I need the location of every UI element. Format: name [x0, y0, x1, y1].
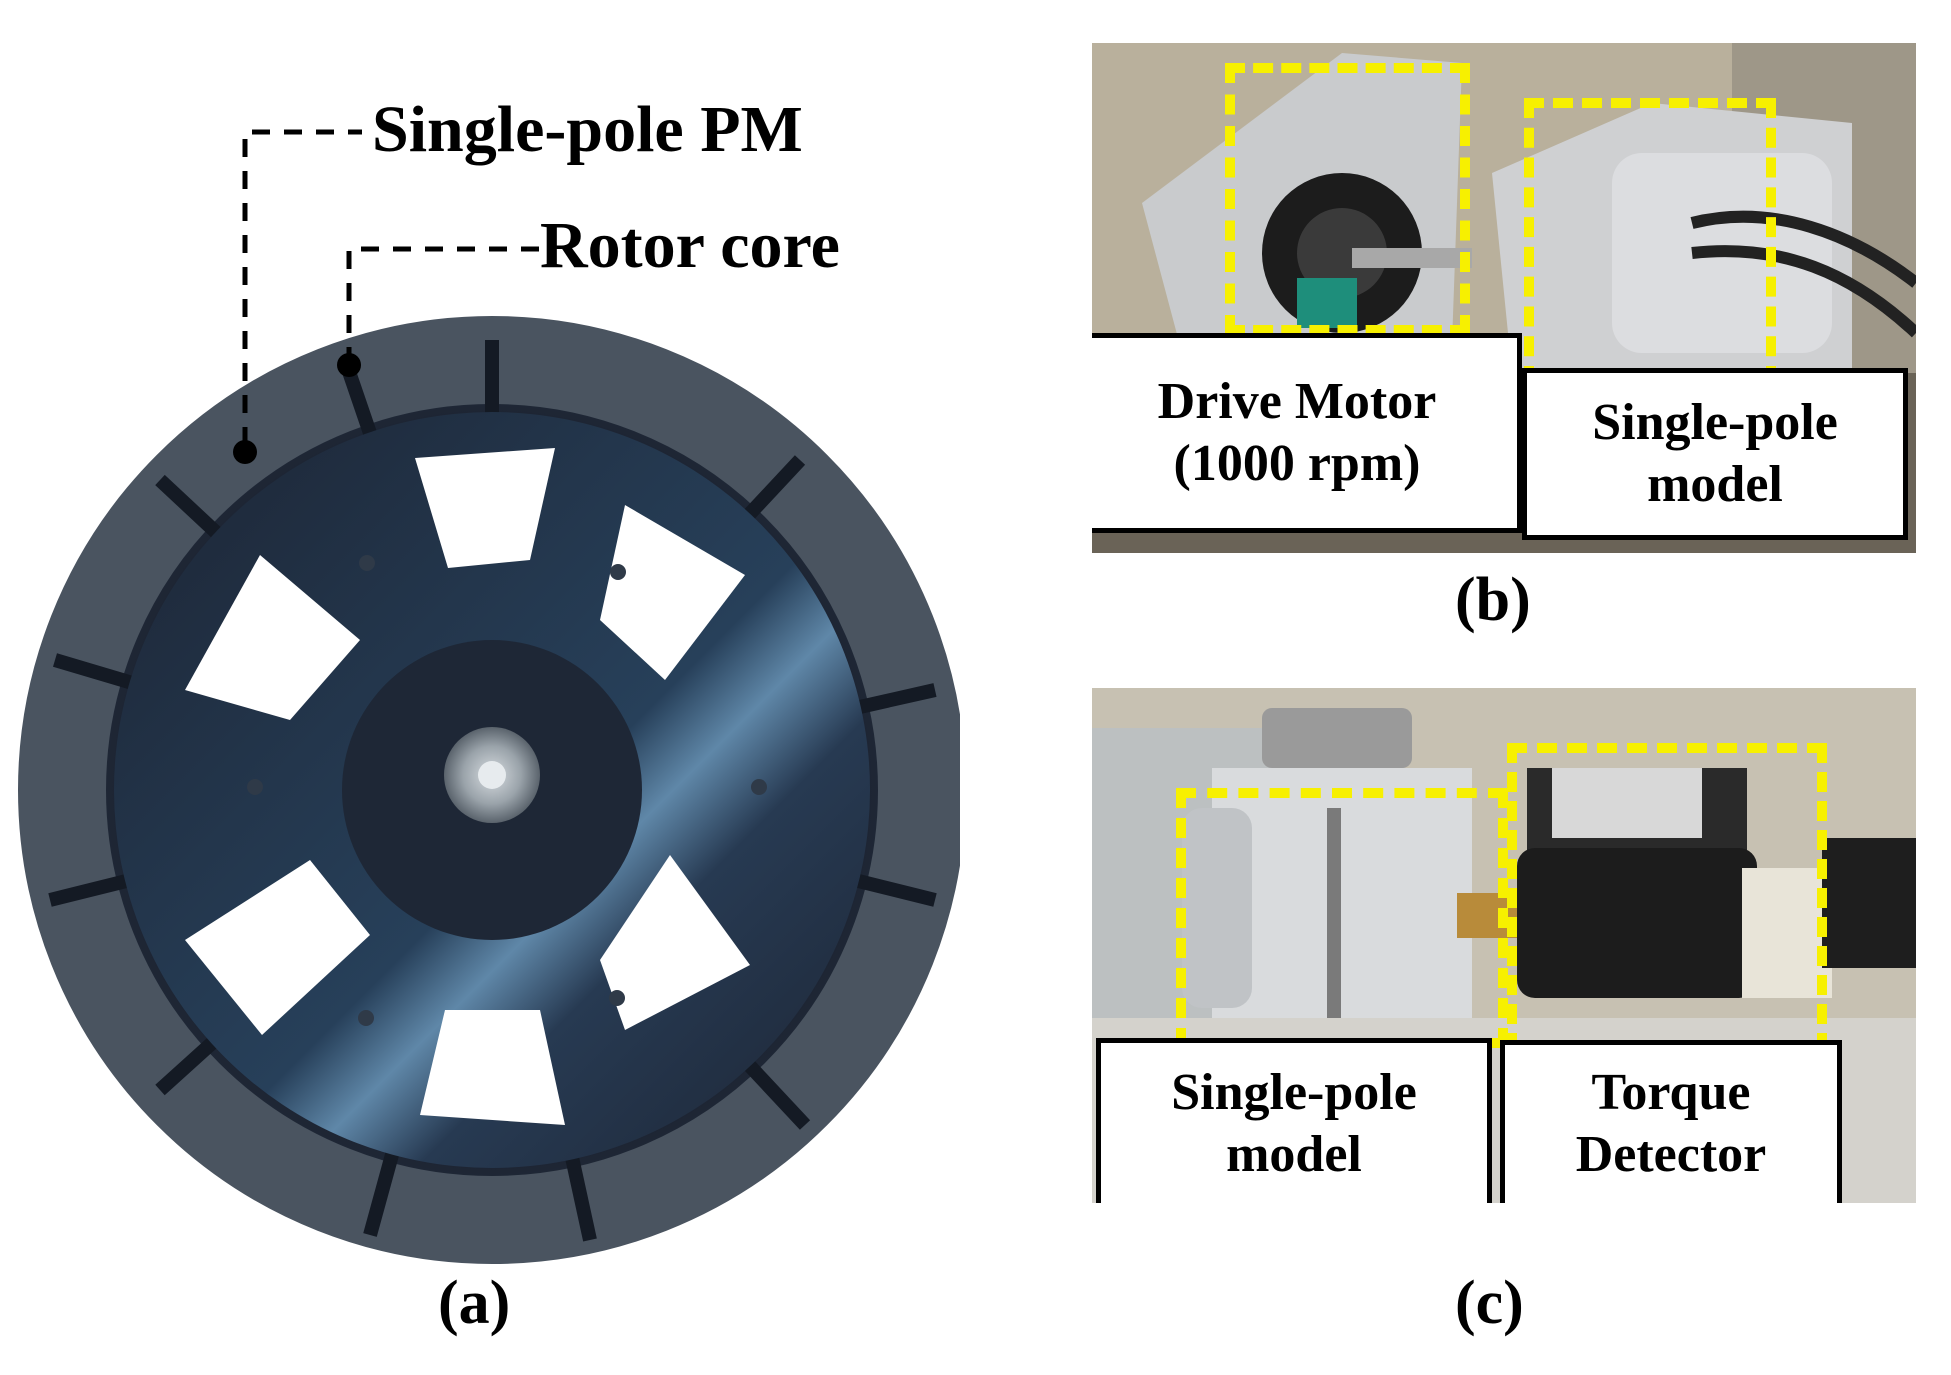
caption-b: (b) — [1455, 566, 1531, 634]
rotor-photo — [18, 129, 960, 1264]
highlight-single-pole-model-c — [1176, 788, 1508, 1048]
label-single-pole-model-c: Single-pole model — [1096, 1038, 1492, 1203]
torque-line2: Detector — [1575, 1126, 1767, 1183]
leader-lines — [242, 129, 545, 445]
panel-a: Single-pole PM Rotor core (a) — [0, 0, 960, 1375]
label-single-pole-pm: Single-pole PM — [372, 93, 803, 166]
model-b-line1: Single-pole — [1592, 393, 1838, 451]
caption-c: (c) — [1455, 1269, 1524, 1337]
model-b-line2: model — [1647, 456, 1783, 513]
label-torque-detector: Torque Detector — [1500, 1040, 1842, 1203]
drive-motor-line2: (1000 rpm) — [1173, 435, 1421, 492]
label-drive-motor: Drive Motor (1000 rpm) — [1092, 333, 1522, 533]
model-c-line2: model — [1226, 1126, 1362, 1183]
caption-a: (a) — [438, 1269, 511, 1337]
pm-pointer-dot — [233, 440, 257, 464]
core-pointer-dot — [337, 353, 361, 377]
drive-motor-line1: Drive Motor — [1157, 372, 1437, 430]
highlight-drive-motor — [1225, 63, 1470, 335]
panel-c-photo: Single-pole model Torque Detector — [1092, 688, 1916, 1203]
rotor-windows — [185, 448, 750, 1125]
model-c-line1: Single-pole — [1171, 1063, 1417, 1121]
panel-b-photo: Drive Motor (1000 rpm) Single-pole model — [1092, 43, 1916, 553]
label-single-pole-model-b: Single-pole model — [1522, 368, 1908, 540]
highlight-single-pole-model — [1524, 98, 1776, 386]
highlight-torque-detector — [1507, 743, 1827, 1053]
label-rotor-core: Rotor core — [540, 209, 840, 282]
torque-line1: Torque — [1591, 1063, 1751, 1121]
